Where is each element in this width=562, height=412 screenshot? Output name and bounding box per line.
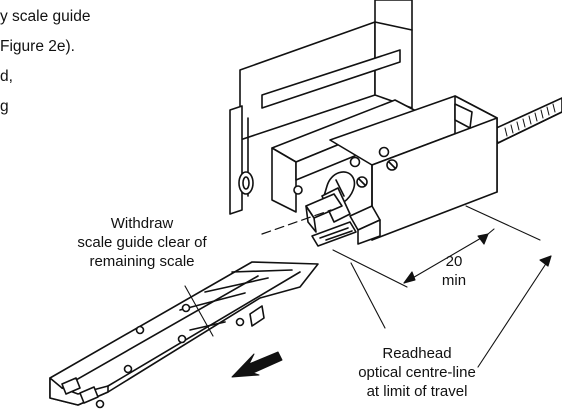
dimension-value: 20 (445, 253, 463, 270)
withdraw-label-line-2: scale guide clear of (77, 234, 207, 251)
scale-tape (492, 98, 562, 143)
readhead-body (330, 96, 497, 240)
readhead-jaws (306, 194, 380, 244)
text-fragment-4: g (0, 98, 9, 115)
withdraw-label: Withdraw scale guide clear of remaining … (42, 214, 242, 271)
arrow-left-down-icon (232, 352, 282, 377)
dimension-lines (333, 206, 551, 367)
withdraw-leader (185, 286, 213, 336)
text-fragment-2: Figure 2e). (0, 38, 75, 55)
readhead-label-line-2: optical centre-line (358, 364, 476, 381)
machine-upright (230, 0, 412, 214)
readhead-label-line-1: Readhead (382, 345, 452, 362)
dimension-label: 20 min (424, 252, 484, 290)
readhead-label: Readhead optical centre-line at limit of… (322, 344, 512, 401)
text-fragment-3: d, (0, 68, 13, 85)
withdraw-label-line-1: Withdraw (110, 215, 174, 232)
scale-strip-tip (312, 222, 356, 246)
centre-line-dashed (262, 210, 331, 234)
withdraw-label-line-3: remaining scale (89, 253, 195, 270)
text-fragment-1: y scale guide (0, 8, 91, 25)
readhead-leader (351, 263, 385, 328)
readhead-label-line-3: at limit of travel (366, 383, 468, 400)
dimension-unit: min (441, 272, 467, 289)
scale-guide-tool (50, 262, 318, 408)
